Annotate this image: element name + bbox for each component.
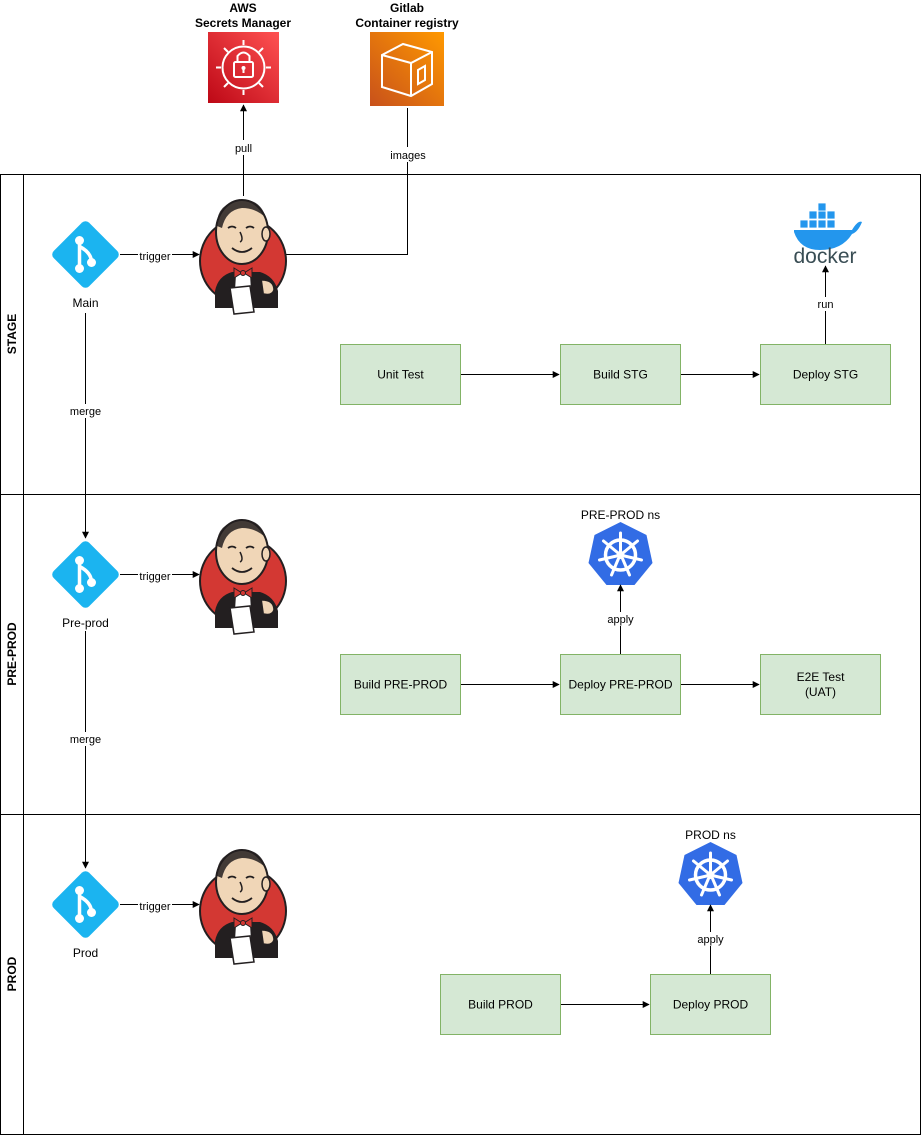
lane-title-preprod: PRE-PROD [5, 622, 19, 686]
kubernetes-icon [676, 840, 745, 907]
jenkins-icon [199, 198, 287, 315]
step-deploy-prod: Deploy PROD [650, 974, 771, 1035]
edge-label-trigger: trigger [139, 251, 171, 263]
git-branch-icon [48, 537, 123, 612]
jenkins-icon [199, 848, 287, 965]
git-branch-icon [48, 867, 123, 942]
jenkins-preprod [199, 518, 287, 635]
aws-secrets-manager: AWS Secrets Manager [195, 1, 291, 103]
docker-logo: docker [793, 202, 862, 268]
step-unit-test: Unit Test [340, 344, 461, 405]
step-label-deploy-preprod: Deploy PRE-PROD [568, 678, 672, 692]
step-e2e-test: E2E Test (UAT) [760, 654, 881, 715]
branch-label-preprod: Pre-prod [62, 616, 109, 630]
step-label-e2e-line1: E2E Test [797, 670, 845, 684]
edge-label-pull: pull [235, 143, 252, 155]
edge-label-images: images [390, 150, 426, 162]
edge-label-merge: merge [70, 406, 101, 418]
branch-label-main: Main [72, 296, 98, 310]
edge-run: run [814, 265, 836, 344]
edge-merge-preprod-prod: merge [68, 631, 103, 869]
step-label-deploy-stg: Deploy STG [793, 368, 858, 382]
edge-merge-main-preprod: merge [68, 313, 103, 539]
git-branch-main: Main [48, 217, 123, 310]
step-label-build-preprod: Build PRE-PROD [354, 678, 448, 692]
step-build-preprod: Build PRE-PROD [340, 654, 461, 715]
branch-label-prod: Prod [73, 946, 98, 960]
docker-icon [794, 202, 862, 250]
aws-secrets-manager-icon [208, 32, 279, 103]
aws-title-line1: AWS [229, 1, 256, 15]
edge-label-apply: apply [697, 934, 724, 946]
step-build-stg: Build STG [560, 344, 681, 405]
edge-trigger-preprod: trigger [120, 568, 200, 583]
lane-title-stage: STAGE [5, 314, 19, 354]
k8s-prod-ns: PROD ns [676, 828, 745, 907]
edge-images: images [285, 108, 428, 255]
jenkins-icon [199, 518, 287, 635]
edge-trigger-stage: trigger [120, 248, 200, 263]
edge-label-trigger: trigger [139, 901, 171, 913]
container-registry-icon [370, 32, 444, 106]
lane-stage: STAGE [0, 174, 921, 495]
gitlab-title-line1: Gitlab [390, 1, 424, 15]
step-label-unit-test: Unit Test [377, 368, 424, 382]
namespace-label-preprod: PRE-PROD ns [581, 508, 660, 522]
k8s-preprod-ns: PRE-PROD ns [581, 508, 660, 587]
git-branch-icon [48, 217, 123, 292]
step-label-e2e-line2: (UAT) [805, 685, 836, 699]
step-label-build-stg: Build STG [593, 368, 648, 382]
edge-label-merge: merge [70, 734, 101, 746]
docker-wordmark: docker [793, 245, 856, 268]
namespace-label-prod: PROD ns [685, 828, 736, 842]
lane-title-prod: PROD [5, 956, 19, 991]
edge-apply-preprod: apply [605, 584, 636, 654]
edge-apply-prod: apply [695, 904, 726, 974]
edge-label-apply: apply [607, 614, 634, 626]
step-deploy-preprod: Deploy PRE-PROD [560, 654, 681, 715]
edge-label-trigger: trigger [139, 571, 171, 583]
kubernetes-icon [586, 520, 655, 587]
step-build-prod: Build PROD [440, 974, 561, 1035]
step-label-build-prod: Build PROD [468, 998, 533, 1012]
jenkins-stage [199, 198, 287, 315]
edge-label-run: run [818, 299, 834, 311]
step-deploy-stg: Deploy STG [760, 344, 891, 405]
gitlab-title-line2: Container registry [355, 16, 459, 30]
jenkins-prod [199, 848, 287, 965]
gitlab-container-registry: Gitlab Container registry [355, 1, 459, 106]
edge-pull: pull [230, 104, 258, 196]
git-branch-prod: Prod [48, 867, 123, 960]
aws-title-line2: Secrets Manager [195, 16, 291, 30]
step-label-deploy-prod: Deploy PROD [673, 998, 749, 1012]
edge-trigger-prod: trigger [120, 898, 200, 913]
git-branch-preprod: Pre-prod [48, 537, 123, 630]
